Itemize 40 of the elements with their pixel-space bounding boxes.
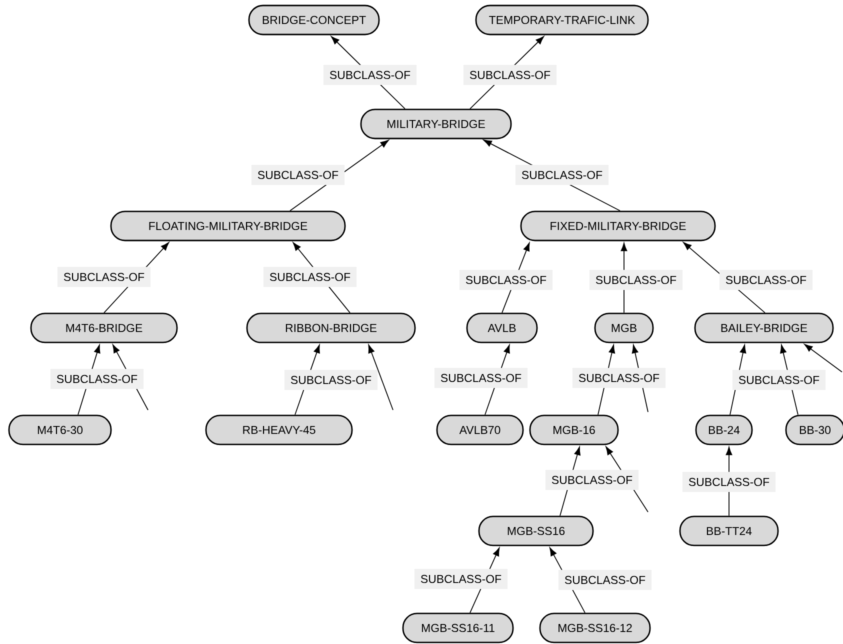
arrow — [804, 344, 842, 372]
class-node: M4T6-30 — [8, 414, 112, 446]
class-node: BAILEY-BRIDGE — [694, 312, 834, 344]
class-node: AVLB — [466, 312, 538, 344]
edge-label: SUBCLASS-OF — [732, 370, 826, 390]
class-node: RB-HEAVY-45 — [205, 414, 353, 446]
class-node: MGB-SS16-12 — [539, 612, 651, 644]
edge-label: SUBCLASS-OF — [434, 368, 528, 388]
class-node: BB-24 — [695, 414, 753, 446]
arrow — [368, 344, 394, 410]
class-node: BB-TT24 — [679, 516, 779, 546]
class-node: BB-30 — [785, 414, 843, 446]
class-node: MILITARY-BRIDGE — [360, 108, 512, 140]
edge-label: SUBCLASS-OF — [459, 270, 553, 290]
edge-label: SUBCLASS-OF — [719, 270, 813, 290]
class-node: MGB-SS16-11 — [402, 612, 514, 644]
edge-label: SUBCLASS-OF — [572, 368, 666, 388]
edge-label: SUBCLASS-OF — [515, 164, 609, 186]
edge-label: SUBCLASS-OF — [589, 270, 683, 290]
edge-label: SUBCLASS-OF — [57, 266, 151, 288]
edge-label: SUBCLASS-OF — [251, 164, 345, 186]
class-node: MGB — [594, 312, 654, 344]
edge-label: SUBCLASS-OF — [284, 370, 378, 390]
edge-label: SUBCLASS-OF — [323, 64, 417, 86]
edge-label: SUBCLASS-OF — [263, 266, 357, 288]
class-node: BRIDGE-CONCEPT — [248, 4, 380, 36]
edge-label: SUBCLASS-OF — [50, 368, 144, 390]
edge-label: SUBCLASS-OF — [558, 570, 652, 590]
edge-label: SUBCLASS-OF — [463, 64, 557, 86]
class-node: MGB-16 — [529, 414, 619, 446]
class-node: TEMPORARY-TRAFIC-LINK — [475, 4, 649, 36]
class-node: FIXED-MILITARY-BRIDGE — [520, 210, 716, 242]
class-node: M4T6-BRIDGE — [30, 312, 178, 344]
class-node: AVLB70 — [436, 414, 524, 446]
class-node: MGB-SS16 — [478, 516, 594, 546]
class-node: RIBBON-BRIDGE — [246, 312, 416, 344]
edge-label: SUBCLASS-OF — [414, 568, 508, 590]
edge-label: SUBCLASS-OF — [545, 470, 639, 490]
edge-label: SUBCLASS-OF — [682, 472, 776, 492]
class-node: FLOATING-MILITARY-BRIDGE — [110, 210, 346, 242]
